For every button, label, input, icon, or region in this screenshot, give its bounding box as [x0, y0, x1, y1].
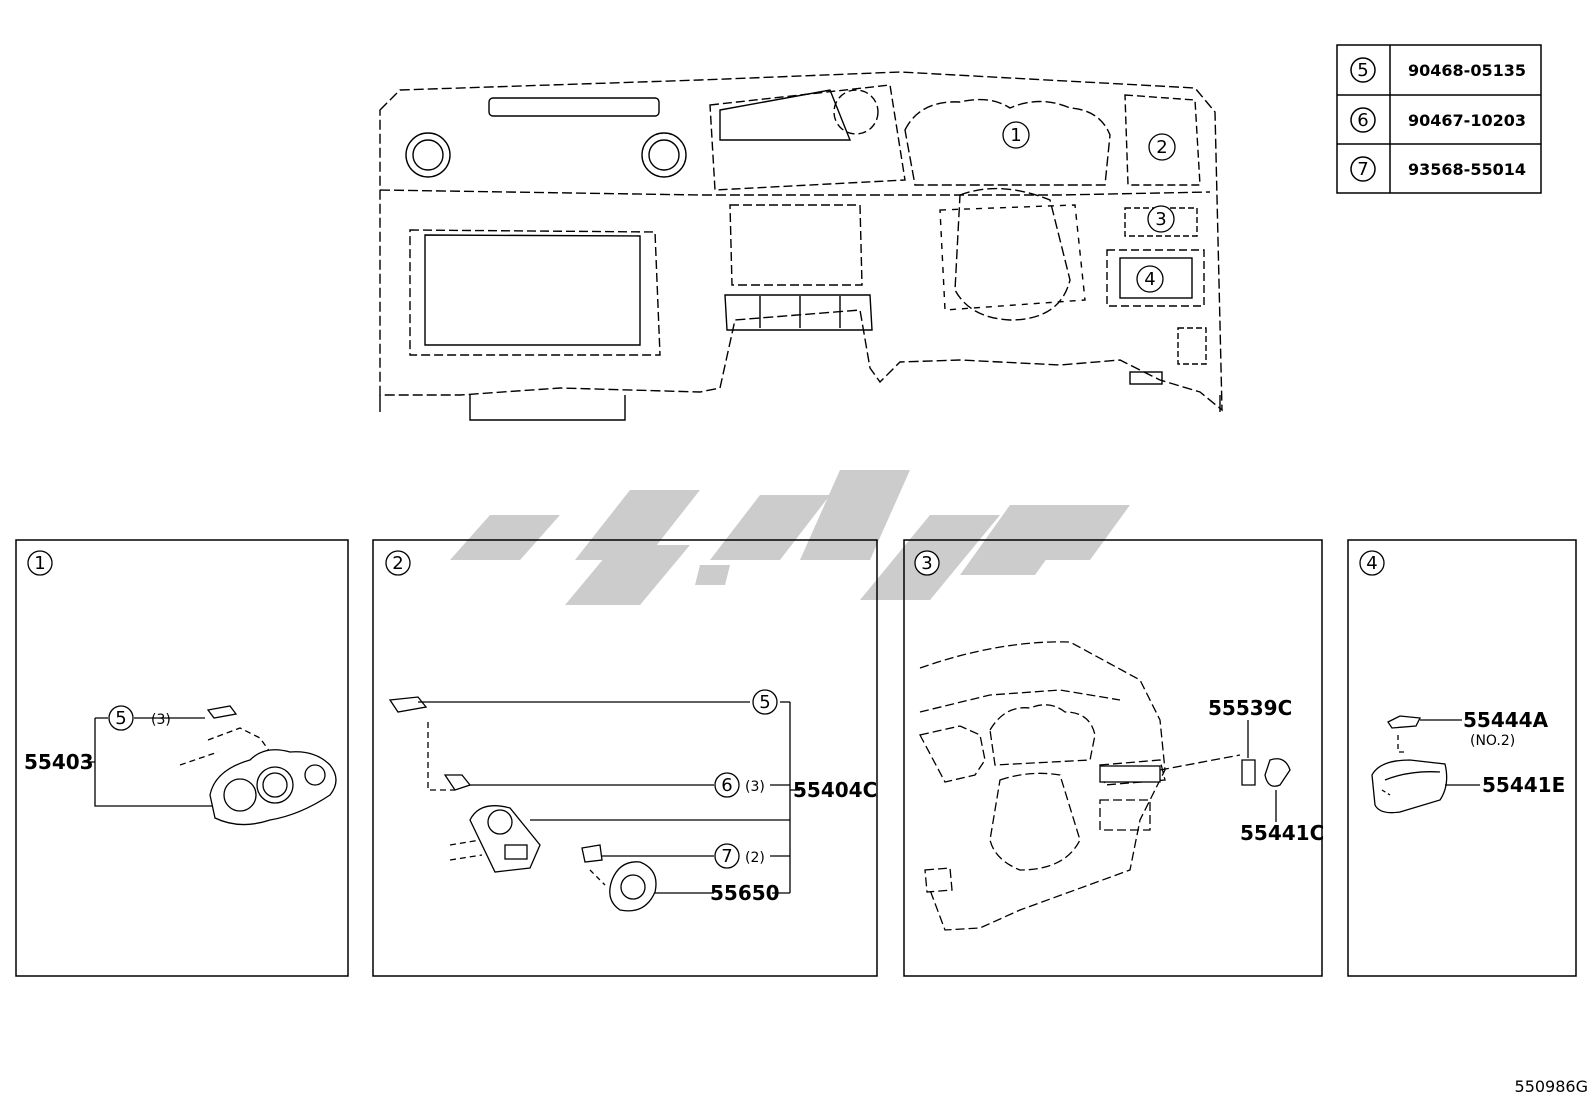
panel-1-number: 1	[34, 553, 45, 574]
panel-2-qty-6: (3)	[745, 779, 765, 795]
parts-table	[1336, 44, 1542, 194]
panel-2-frame	[372, 539, 878, 977]
callout-3	[1147, 205, 1175, 233]
callout-2-text: 2	[1156, 137, 1167, 158]
overview-callouts	[1002, 121, 1176, 293]
diagram-code: 550986G	[1515, 1077, 1588, 1096]
panel-1-qty: (3)	[151, 712, 171, 728]
panel-2-part-55404c: 55404C	[793, 778, 877, 802]
panel-2-qty-7: (2)	[745, 850, 765, 866]
table-ref-7: 7	[1357, 159, 1368, 180]
panel-3-drawing	[919, 641, 1241, 931]
panel-4-drawing	[1371, 715, 1480, 814]
panel-frames	[15, 539, 1577, 977]
panel-4-part-55444a: 55444A	[1463, 708, 1549, 732]
table-part-90467: 90467-10203	[1408, 111, 1526, 130]
callout-1	[1002, 121, 1030, 149]
panel-3-frame	[903, 539, 1323, 977]
dashboard-overview	[379, 71, 1223, 421]
watermark-logo	[450, 470, 1130, 605]
callout-2	[1148, 133, 1176, 161]
panel-3-part-55441c: 55441C	[1240, 821, 1324, 845]
panel-1-frame	[15, 539, 349, 977]
panel-2-number: 2	[392, 553, 403, 574]
callout-1-text: 1	[1010, 125, 1021, 146]
table-part-90468: 90468-05135	[1408, 61, 1526, 80]
panel-1-drawing	[82, 705, 337, 826]
panel-3-number: 3	[921, 553, 932, 574]
panel-2-drawing	[388, 696, 800, 912]
panel-2-ref-5: 5	[759, 692, 770, 713]
panel-4-note: (NO.2)	[1470, 733, 1515, 749]
callout-4-text: 4	[1144, 269, 1155, 290]
panel-3-parts	[1099, 720, 1291, 822]
table-ref-5: 5	[1357, 60, 1368, 81]
panel-2-ref-6: 6	[721, 775, 732, 796]
panel-1-part-55403: 55403	[24, 750, 94, 774]
panel-2-part-55650: 55650	[710, 881, 780, 905]
table-ref-6: 6	[1357, 110, 1368, 131]
panel-4-frame	[1347, 539, 1577, 977]
panel-1-ref-5: 5	[115, 708, 126, 729]
table-part-93568: 93568-55014	[1408, 160, 1526, 179]
panel-2-ref-7: 7	[721, 846, 732, 867]
panel-4-number: 4	[1366, 553, 1377, 574]
panel-3-part-55539c: 55539C	[1208, 696, 1292, 720]
callout-4	[1136, 265, 1164, 293]
panel-4-part-55441e: 55441E	[1482, 773, 1565, 797]
callout-3-text: 3	[1155, 209, 1166, 230]
